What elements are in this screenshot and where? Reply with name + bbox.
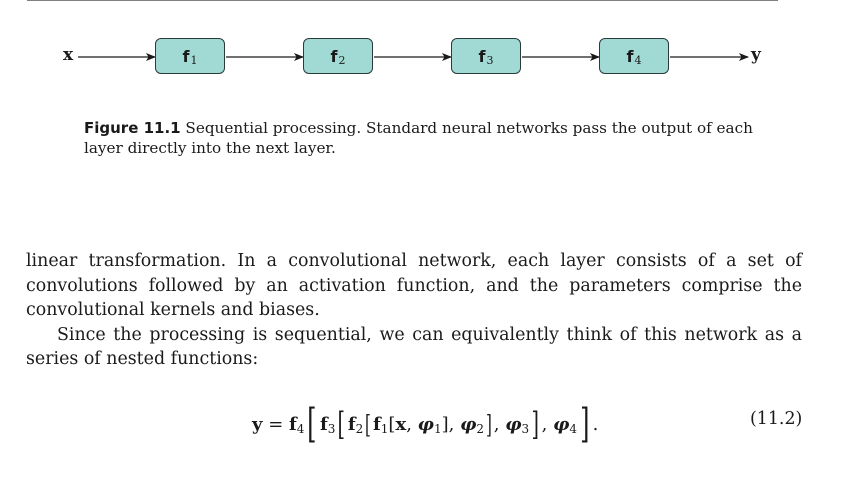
eq-close-bracket-innermost: ]: [441, 413, 449, 435]
equation-number: (11.2): [750, 409, 803, 429]
eq-f1: f: [373, 413, 381, 435]
output-y-label: y: [751, 45, 761, 65]
eq-comma: ,: [448, 413, 461, 435]
eq-comma: ,: [541, 413, 554, 435]
diagram-arrows: [78, 53, 749, 61]
eq-period: .: [592, 413, 599, 435]
eq-f3-sub: 3: [327, 422, 336, 436]
top-rule: [27, 0, 778, 1]
eq-open-bracket-outer: [: [307, 401, 317, 447]
node-subscript: 1: [190, 53, 198, 67]
eq-comma: ,: [493, 413, 506, 435]
eq-open-bracket-innermost: [: [388, 413, 396, 435]
eq-lhs: y: [252, 413, 263, 435]
eq-close-bracket-mid: ]: [531, 405, 540, 443]
figure-label: Figure 11.1: [84, 119, 181, 137]
eq-comma: ,: [406, 413, 418, 435]
eq-phi3: φ: [505, 413, 522, 435]
eq-f2-sub: 2: [355, 422, 364, 436]
node-name: f: [626, 46, 634, 66]
eq-phi3-sub: 3: [521, 422, 530, 436]
node-subscript: 2: [338, 53, 346, 67]
eq-open-bracket-mid: [: [337, 405, 346, 443]
eq-open-bracket-inner: [: [365, 409, 372, 439]
eq-f1-sub: 1: [380, 422, 389, 436]
caption-text: Sequential processing. Standard neural n…: [84, 119, 753, 157]
eq-close-bracket-outer: ]: [580, 401, 590, 447]
node-name: f: [478, 46, 486, 66]
eq-phi2: φ: [460, 413, 477, 435]
node-subscript: 4: [634, 53, 642, 67]
eq-equals: =: [262, 413, 289, 435]
figure-caption: Figure 11.1 Sequential processing. Stand…: [84, 118, 764, 158]
eq-f3: f: [320, 413, 328, 435]
node-name: f: [182, 46, 190, 66]
eq-phi2-sub: 2: [476, 422, 484, 436]
eq-phi1-sub: 1: [433, 422, 442, 436]
node-subscript: 3: [486, 53, 494, 67]
paragraph-1: linear transformation. In a convolutiona…: [26, 251, 802, 320]
eq-phi1: φ: [417, 413, 434, 435]
eq-x: x: [395, 413, 407, 435]
input-x-label: x: [63, 45, 74, 65]
eq-f4: f: [289, 413, 297, 435]
eq-f2: f: [347, 413, 356, 435]
node-name: f: [330, 46, 338, 66]
eq-close-bracket-inner: ]: [485, 409, 492, 439]
paragraph-2: Since the processing is sequential, we c…: [26, 324, 802, 370]
eq-f4-sub: 4: [296, 422, 305, 436]
body-text: linear transformation. In a convolutiona…: [26, 249, 802, 372]
eq-phi4: φ: [553, 413, 570, 435]
eq-phi4-sub: 4: [569, 422, 578, 436]
